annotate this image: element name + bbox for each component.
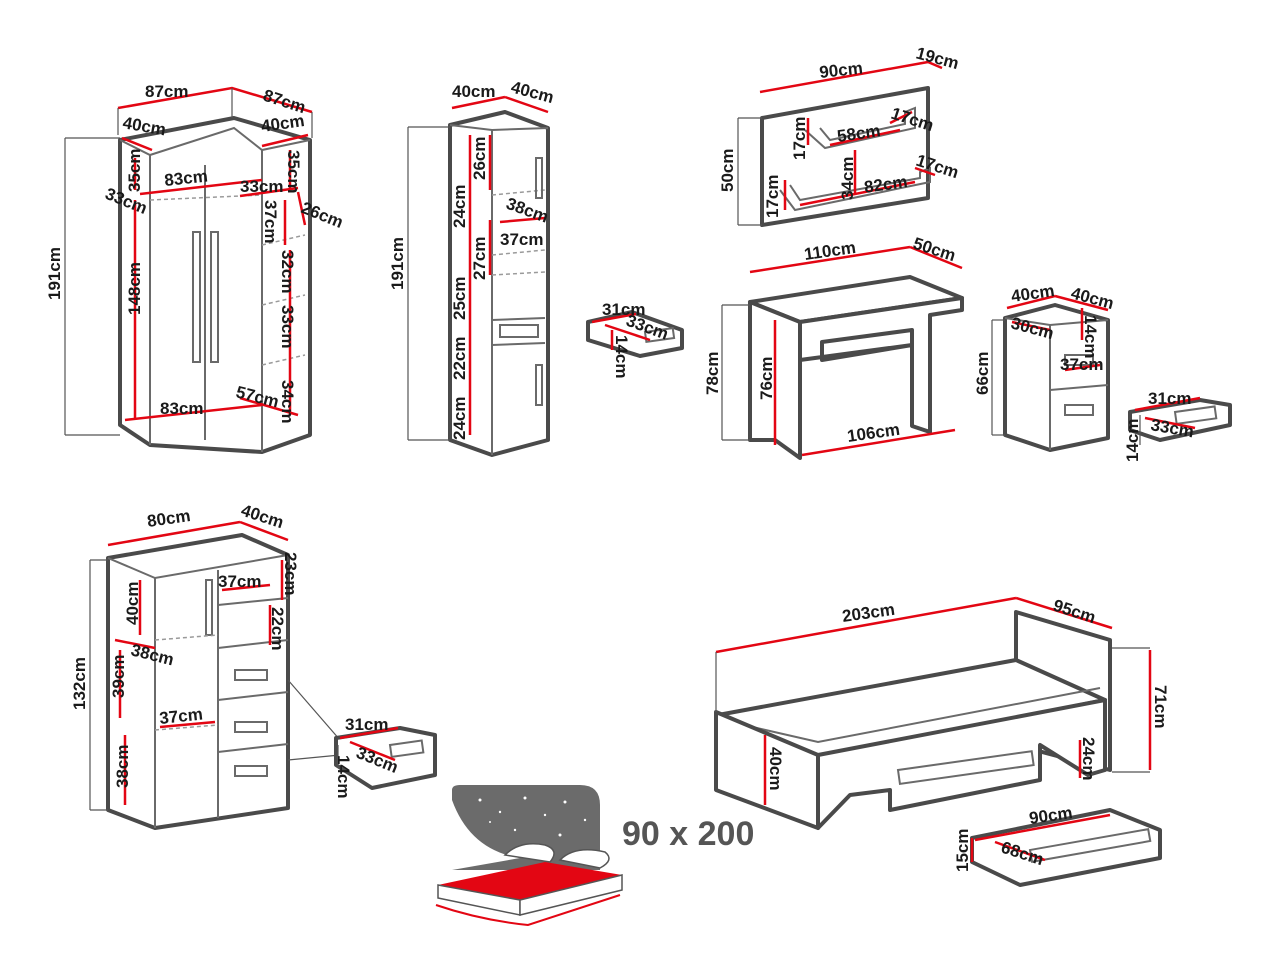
- dim-label: 37cm: [1060, 355, 1103, 374]
- mattress-size-label: 90 x 200: [622, 815, 754, 853]
- dim-label: 27cm: [470, 237, 489, 280]
- dim-label: 83cm: [163, 167, 208, 190]
- mattress-size-icon: 90 x 200: [435, 785, 754, 927]
- dim-label: 35cm: [284, 150, 303, 193]
- dim-label: 23cm: [281, 552, 300, 595]
- dim-label: 34cm: [838, 157, 857, 200]
- bed: 203cm 95cm 71cm 24cm 40cm 90cm 68cm 15cm: [714, 596, 1170, 887]
- dim-label: 26cm: [470, 137, 489, 180]
- dim-label: 22cm: [268, 607, 287, 650]
- dim-label: 40cm: [1010, 281, 1056, 306]
- dim-label: 83cm: [160, 399, 203, 418]
- dim-label: 14cm: [334, 755, 353, 798]
- dim-label: 90cm: [818, 59, 863, 82]
- dim-label: 40cm: [123, 582, 142, 625]
- tall-bookcase: 40cm 40cm 191cm 26cm 24cm 38cm 37cm 27cm…: [388, 78, 684, 457]
- dim-label: 40cm: [1069, 284, 1116, 314]
- dim-label: 25cm: [450, 277, 469, 320]
- dim-label: 50cm: [911, 234, 958, 266]
- dim-label: 24cm: [450, 397, 469, 440]
- dim-label: 17cm: [790, 117, 809, 160]
- dim-label: 39cm: [109, 655, 128, 698]
- dim-label: 22cm: [450, 337, 469, 380]
- corner-wardrobe: 87cm 87cm 40cm 40cm 35cm 83cm 33cm 35cm …: [45, 82, 346, 454]
- dim-label: 33cm: [278, 305, 297, 348]
- dim-label: 66cm: [973, 352, 992, 395]
- dim-label: 31cm: [602, 300, 645, 319]
- desk: 110cm 50cm 78cm 76cm 106cm: [703, 234, 964, 460]
- dim-label: 17cm: [763, 175, 782, 218]
- dim-label: 40cm: [766, 747, 785, 790]
- dim-label: 24cm: [1079, 737, 1098, 780]
- dim-label: 31cm: [345, 715, 388, 734]
- dim-label: 191cm: [45, 247, 64, 300]
- dim-label: 40cm: [509, 78, 556, 108]
- dim-label: 76cm: [757, 357, 776, 400]
- dim-label: 14cm: [1123, 419, 1142, 462]
- wall-shelf: 90cm 19cm 50cm 17cm 58cm 17cm 17cm 34cm …: [718, 44, 961, 227]
- dim-label: 40cm: [239, 501, 286, 533]
- dim-label: 37cm: [158, 705, 203, 728]
- dim-label: 34cm: [278, 380, 297, 423]
- dim-label: 37cm: [261, 200, 280, 243]
- stars-icon: [478, 796, 587, 837]
- dresser-cabinet: 80cm 40cm 23cm 37cm 40cm 22cm 38cm 132cm…: [70, 501, 437, 830]
- dim-label: 40cm: [121, 113, 167, 139]
- dim-label: 32cm: [278, 250, 297, 293]
- dim-label: 50cm: [718, 149, 737, 192]
- dim-label: 19cm: [914, 44, 961, 74]
- dim-label: 110cm: [803, 238, 857, 264]
- dim-label: 37cm: [500, 230, 543, 249]
- dim-label: 80cm: [146, 506, 192, 531]
- dim-label: 106cm: [846, 420, 901, 446]
- dim-label: 40cm: [260, 111, 306, 136]
- dim-label: 14cm: [612, 335, 631, 378]
- dim-label: 24cm: [450, 185, 469, 228]
- dim-label: 191cm: [388, 237, 407, 290]
- dim-label: 15cm: [953, 829, 972, 872]
- dim-label: 87cm: [145, 82, 188, 101]
- dim-label: 132cm: [70, 657, 89, 710]
- nightstand: 40cm 40cm 30cm 14cm 37cm 66cm 31cm 33cm …: [973, 281, 1232, 462]
- dim-label: 40cm: [452, 82, 495, 101]
- dim-label: 14cm: [1081, 315, 1100, 358]
- dim-label: 78cm: [703, 352, 722, 395]
- dim-label: 71cm: [1151, 685, 1170, 728]
- dim-label: 31cm: [1148, 389, 1191, 408]
- dim-label: 35cm: [125, 149, 144, 192]
- dim-label: 38cm: [113, 745, 132, 788]
- dim-label: 148cm: [125, 262, 144, 315]
- dim-label: 33cm: [240, 177, 283, 196]
- dim-label: 37cm: [218, 572, 261, 591]
